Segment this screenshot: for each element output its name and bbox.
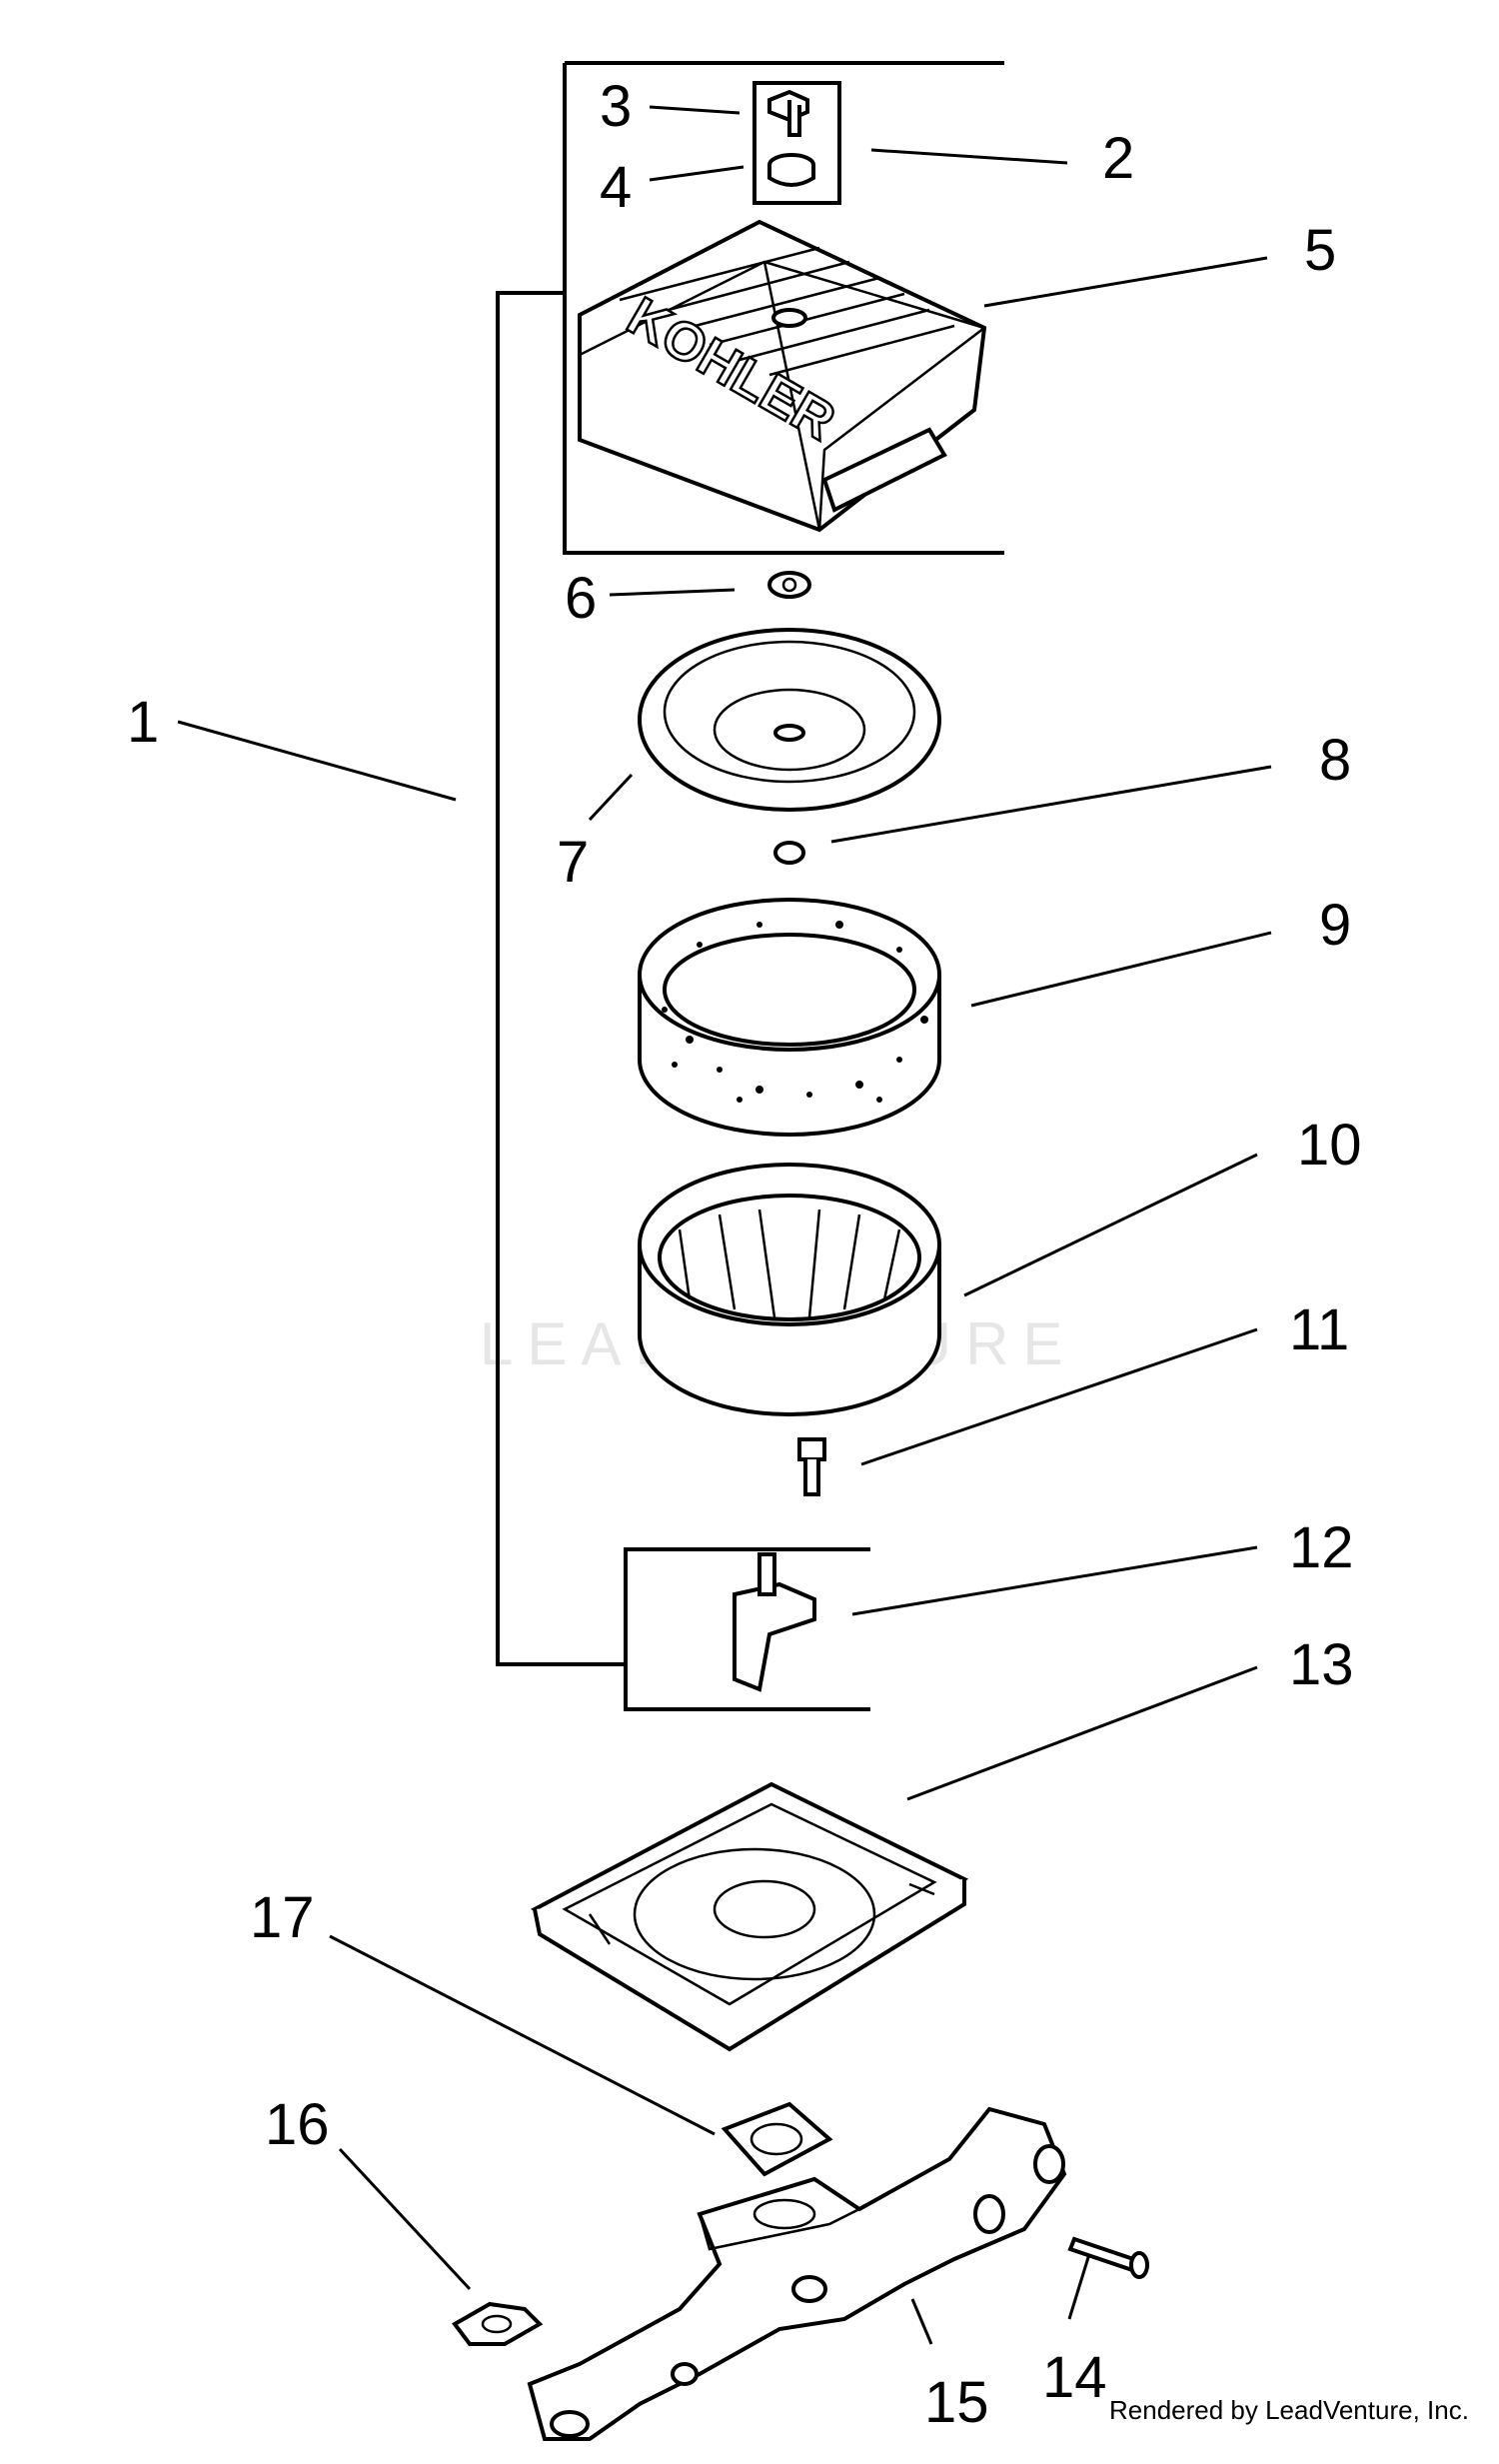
part-10-filter-element xyxy=(638,1163,941,1416)
part-14-screw xyxy=(1067,2236,1149,2279)
callout-7: 7 xyxy=(557,830,589,895)
part-5-cover: KOHLER xyxy=(578,219,987,533)
part-11-bolt xyxy=(797,1437,826,1496)
part-4-seal xyxy=(767,153,815,187)
part-3-wing-nut xyxy=(767,89,809,137)
callout-15: 15 xyxy=(924,2370,989,2435)
callout-4: 4 xyxy=(600,155,632,220)
part-17-gasket xyxy=(721,2101,833,2177)
part-8-nut xyxy=(773,841,805,865)
callout-14: 14 xyxy=(1042,2345,1107,2410)
render-credit: Rendered by LeadVenture, Inc. xyxy=(1109,2395,1469,2425)
part-6-nut xyxy=(767,571,811,599)
callout-1: 1 xyxy=(127,690,159,755)
callout-9: 9 xyxy=(1319,893,1351,958)
leader-lines xyxy=(177,105,1272,2345)
callout-10: 10 xyxy=(1297,1113,1362,1178)
callout-2: 2 xyxy=(1102,126,1134,191)
callout-16: 16 xyxy=(265,2092,330,2157)
callout-17: 17 xyxy=(250,1885,315,1950)
assembly-bracket xyxy=(496,61,1004,1711)
part-9-precleaner xyxy=(638,898,941,1137)
callout-8: 8 xyxy=(1319,728,1351,793)
part-16-gasket xyxy=(452,2301,544,2346)
part-13-base xyxy=(530,1781,969,2052)
part-12-bracket xyxy=(733,1552,816,1692)
part-7-plate xyxy=(638,628,941,812)
callout-11: 11 xyxy=(1289,1297,1349,1362)
part-15-manifold xyxy=(527,2106,1067,2441)
callout-3: 3 xyxy=(600,74,632,139)
callout-6: 6 xyxy=(565,566,597,631)
callout-12: 12 xyxy=(1289,1515,1354,1580)
callout-labels: 1 2 3 4 5 6 7 8 9 10 11 12 13 14 15 16 1… xyxy=(127,74,1362,2435)
callout-13: 13 xyxy=(1289,1632,1354,1697)
callout-5: 5 xyxy=(1304,218,1336,283)
